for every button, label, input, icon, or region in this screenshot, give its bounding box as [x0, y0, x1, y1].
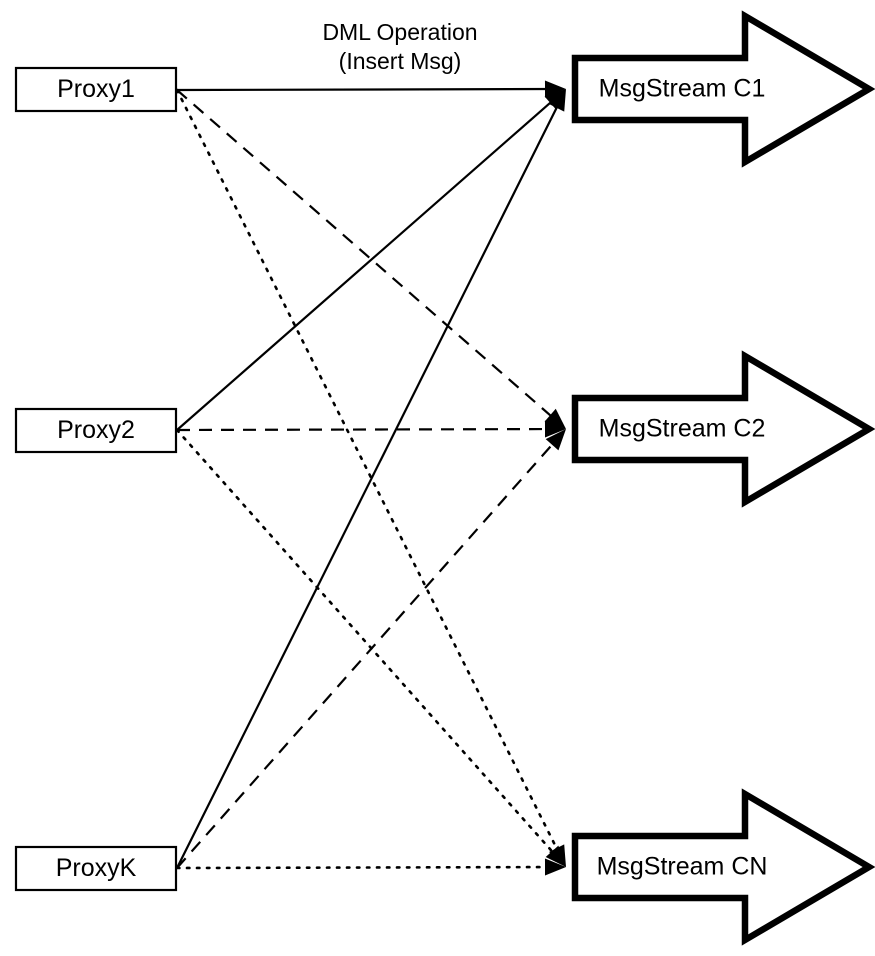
annotation-line-2: (Insert Msg) [339, 48, 462, 74]
proxy-node-proxyk[interactable]: ProxyK [14, 845, 178, 892]
connection-proxy1-to-c1 [176, 87, 553, 92]
connection-proxy1-to-cn [175, 88, 562, 856]
proxy-node-proxy2[interactable]: Proxy2 [14, 407, 178, 454]
msgstream-cn[interactable]: MsgStream CN [571, 788, 875, 946]
proxy-proxyk-box [14, 845, 178, 892]
arrowhead-proxy1-to-c2 [544, 408, 566, 429]
connection-proxy1-to-c2 [176, 89, 557, 421]
connection-proxyk-to-c1 [176, 101, 561, 869]
msgstream-cn-label: MsgStream CN [597, 853, 768, 881]
proxy-proxy2-box [14, 407, 178, 454]
msgstream-c1-shape [571, 10, 875, 168]
connection-proxyk-to-cn [175, 865, 554, 870]
dml-operation-annotation: DML Operation (Insert Msg) [322, 19, 477, 74]
arrowhead-proxy2-to-cn [545, 845, 566, 867]
streams-layer: MsgStream C1 MsgStream C2 MsgStream CN [571, 10, 875, 946]
msgstream-c2-shape [571, 350, 875, 508]
annotation-line-1: DML Operation [322, 19, 477, 45]
proxy-proxyk-label: ProxyK [56, 854, 137, 882]
connection-proxy2-to-c2 [176, 427, 553, 432]
msgstream-c1[interactable]: MsgStream C1 [571, 10, 875, 168]
arrowhead-proxyk-to-c2 [545, 429, 566, 451]
arrowhead-proxy2-to-c2 [544, 420, 566, 438]
proxy-proxy1-box [14, 66, 178, 113]
msgstream-c2-label: MsgStream C2 [599, 415, 766, 443]
arrowheads-layer [544, 80, 566, 876]
msgstream-cn-shape [571, 788, 875, 946]
msgstream-c1-label: MsgStream C1 [599, 75, 766, 103]
connection-proxy2-to-cn [175, 428, 558, 858]
arrowhead-proxyk-to-cn [544, 858, 566, 876]
proxy-proxy2-label: Proxy2 [57, 416, 135, 444]
connection-proxy2-to-c1 [176, 97, 557, 431]
connections-layer [175, 87, 562, 870]
arrowhead-proxy1-to-c1 [544, 80, 566, 98]
msgstream-c2[interactable]: MsgStream C2 [571, 350, 875, 508]
arrowhead-proxyk-to-c1 [549, 89, 566, 112]
proxy-proxy1-label: Proxy1 [57, 75, 135, 103]
proxy-node-proxy1[interactable]: Proxy1 [14, 66, 178, 113]
connection-proxyk-to-c2 [176, 438, 558, 869]
